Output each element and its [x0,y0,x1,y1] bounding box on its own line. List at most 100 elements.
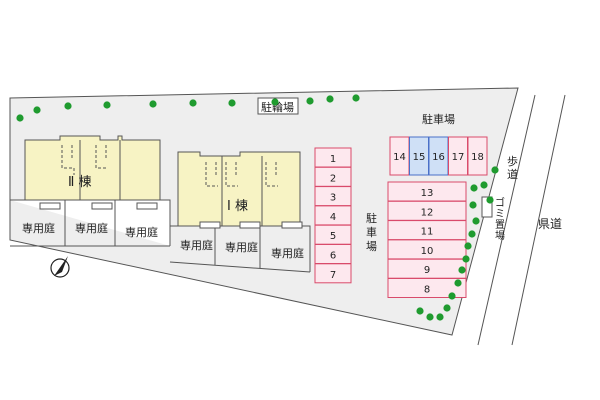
tree-icon [491,166,499,174]
building-1: Ⅰ 棟 [177,151,301,227]
tree-icon [464,242,472,250]
parking-left-column: 1 2 3 4 5 6 7 [314,147,352,284]
road-line-right [511,94,566,346]
tree-icon [454,279,462,287]
trees [16,94,499,321]
tree-icon [189,99,197,107]
parking-space-number: 16 [432,152,445,163]
tree-icon [472,217,480,225]
building-1-stairs-3 [265,162,278,187]
sidewalk-label-char: 道 [507,167,518,181]
parking-space-number: 2 [330,173,336,184]
tree-icon [416,307,424,315]
garden-label-2: 専用庭 [75,221,108,235]
parking-space [314,263,352,284]
garden-label-6: 専用庭 [271,246,304,260]
tree-icon [64,102,72,110]
building-1-label: Ⅰ 棟 [227,199,248,214]
parking-space-number: 14 [393,152,406,163]
garbage-label-char: 置 [495,219,505,231]
tree-icon [462,255,470,263]
parking-space-number: 10 [421,246,434,257]
parking-vertical-label: 駐車場 [366,211,377,253]
tree-icon [468,230,476,238]
sidewalk-label-char: 歩 [507,154,518,168]
tree-icon [470,184,478,192]
north-arrow-icon [50,256,70,278]
private-gardens: 専用庭 専用庭 専用庭 専用庭 専用庭 専用庭 [10,199,311,273]
tree-icon [352,94,360,102]
parking-vlabel-char: 車 [366,225,377,239]
garden-gate-4 [199,221,221,229]
tree-icon [436,313,444,321]
tree-icon [486,196,494,204]
parking-vlabel-char: 場 [366,240,377,253]
building-2-stairs-1 [61,145,75,175]
building-2-outline [24,135,161,201]
tree-icon [228,99,236,107]
building-1-stairs-1 [205,162,218,187]
parking-space-number: 13 [421,188,434,199]
garbage-area [481,196,493,218]
building-2-stairs-2 [95,145,108,169]
parking-space-number: 12 [421,207,434,218]
parking-space-number: 5 [330,231,336,242]
building-1-outline [177,151,301,227]
road-line-left [477,94,536,346]
parking-right-column: 13 12 11 10 9 8 [387,181,467,298]
parking-top-label: 駐車場 [422,112,455,126]
garbage-label-char: 場 [495,229,505,242]
tree-icon [480,181,488,189]
garden-gate-1 [39,202,61,210]
parking-space-number: 17 [452,152,465,163]
garbage-label-char: ミ [495,209,505,220]
tree-icon [443,304,451,312]
tree-icon [149,100,157,108]
garden-label-5: 専用庭 [225,240,258,254]
garden-label-1: 専用庭 [22,221,55,235]
garden-label-3: 専用庭 [125,225,158,239]
bicycle-parking-label: 駐輪場 [261,100,294,114]
parking-space-number: 8 [424,285,430,296]
tree-icon [16,114,24,122]
building-1-stairs-2 [225,162,238,187]
sidewalk-label: 歩道 [507,154,518,181]
garden-gate-2 [91,202,113,210]
parking-space-number: 11 [421,227,434,238]
garden-frame-left [10,199,171,247]
tree-icon [469,201,477,209]
tree-icon [271,98,279,106]
garden-frame-right [169,225,311,273]
parking-space-number: 4 [330,212,336,223]
garden-gate-5 [239,221,261,229]
building-2-label: Ⅱ 棟 [68,175,92,190]
parking-space-number: 15 [413,152,426,163]
parking-space-number: 6 [330,251,336,262]
road-label-prefectural: 県道 [538,217,562,231]
bicycle-parking-box [257,97,299,115]
parking-space [467,136,488,176]
parking-space-number: 7 [330,270,336,281]
parking-space-number: 9 [424,265,430,276]
parking-space-number: 1 [330,154,336,165]
parking-space-number: 3 [330,193,336,204]
tree-icon [306,97,314,105]
tree-icon [33,106,41,114]
tree-icon [103,101,111,109]
tree-icon [458,266,466,274]
north-arrow-needle [54,256,68,276]
tree-icon [426,313,434,321]
building-2: Ⅱ 棟 [24,135,161,201]
parking-space [387,278,467,298]
parking-vlabel-char: 駐 [366,211,377,225]
tree-icon [326,95,334,103]
garbage-label-char: ゴ [495,196,505,209]
garden-gate-3 [136,202,158,210]
garden-gate-6 [281,221,303,229]
tree-icon [448,292,456,300]
parking-space-number: 18 [471,152,484,163]
garden-label-4: 専用庭 [180,238,213,252]
parking-top-row: 14 15 16 17 18 [389,136,488,176]
